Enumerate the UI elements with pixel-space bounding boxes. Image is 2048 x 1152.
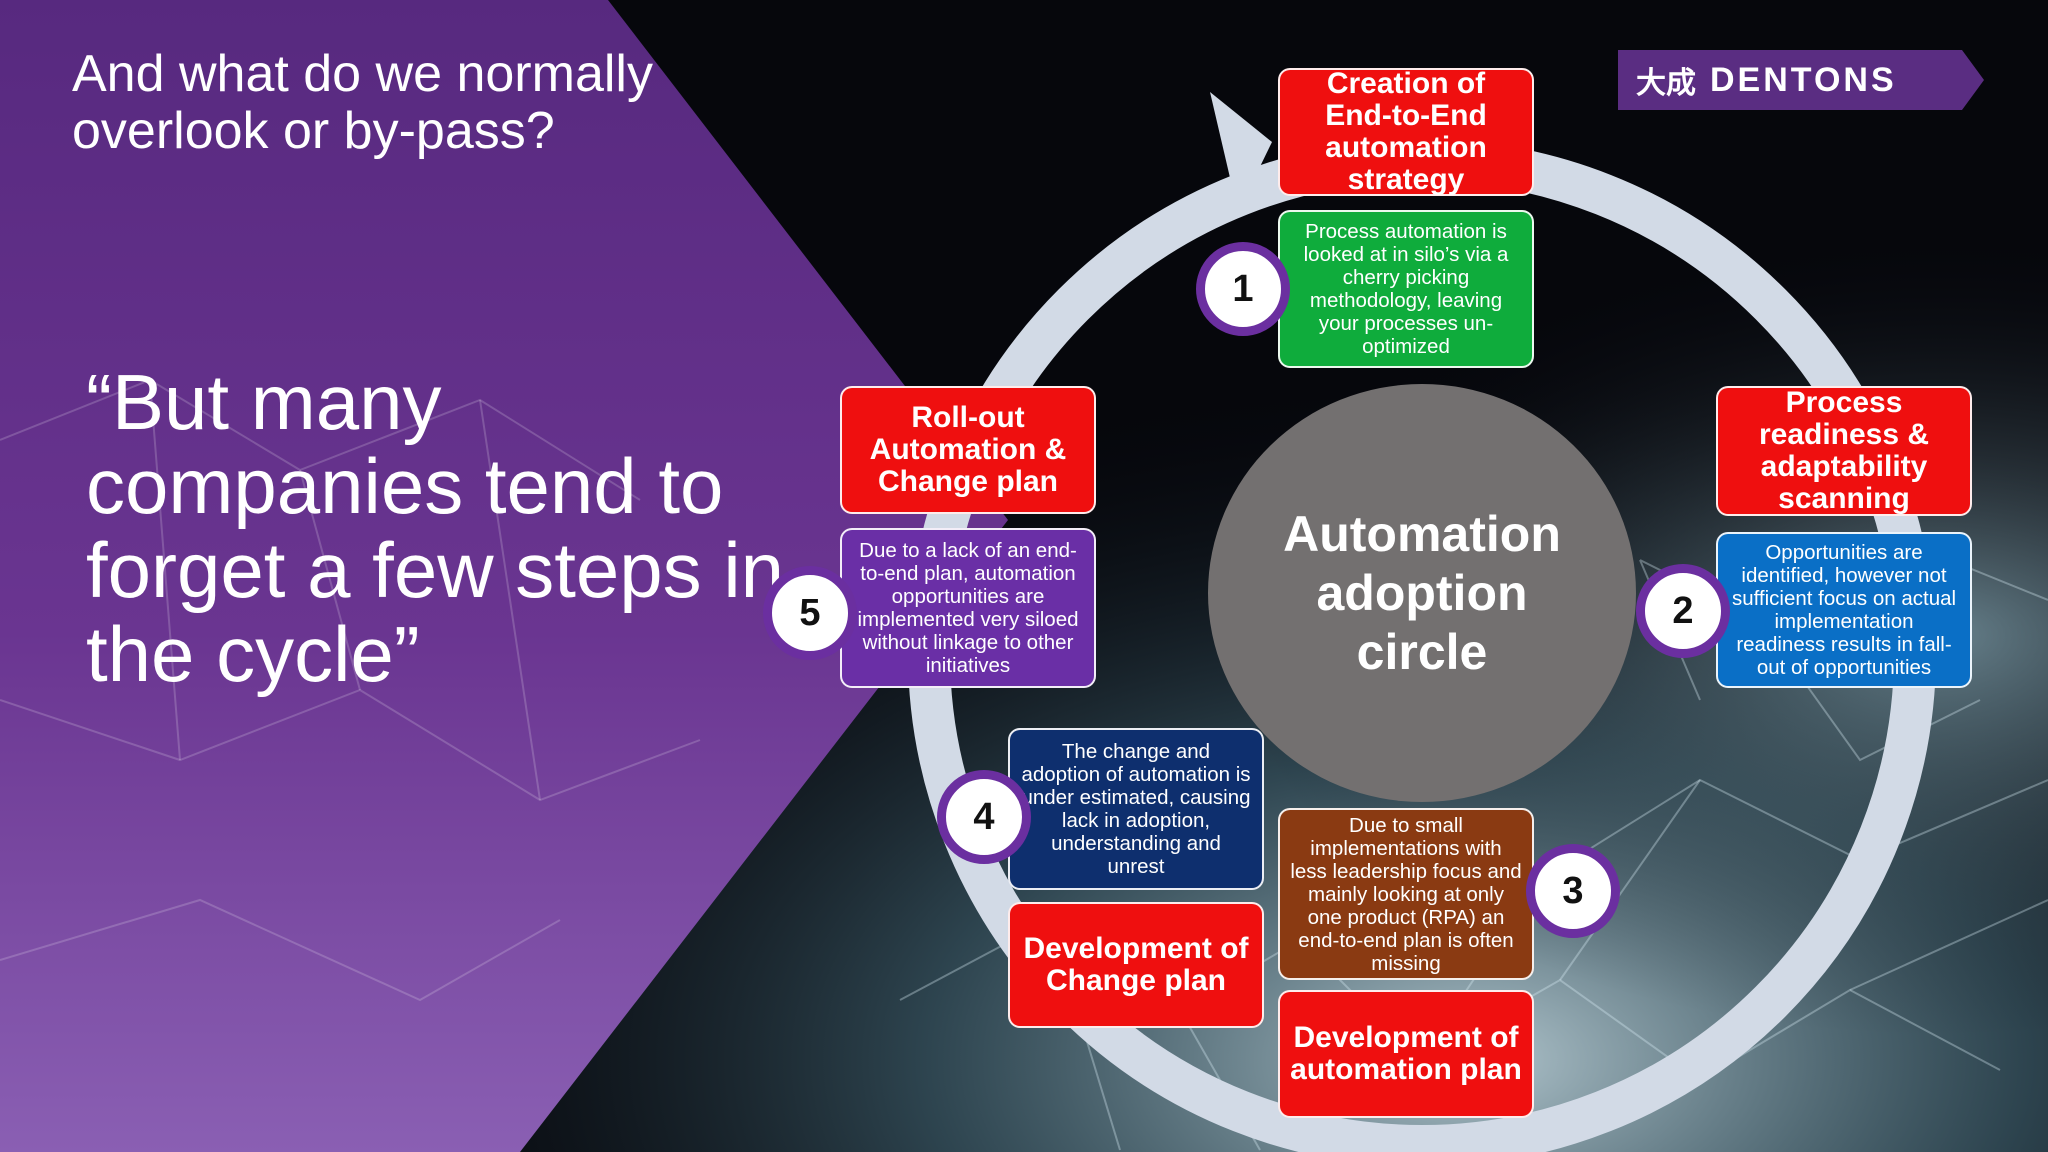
step-3-description: Due to small implementations with less l… — [1278, 808, 1534, 980]
panel-mesh — [0, 378, 701, 1002]
center-circle: Automation adoption circle — [1208, 384, 1636, 802]
cycle-arrowhead — [1210, 92, 1272, 212]
step-1-description: Process automation is looked at in silo’… — [1278, 210, 1534, 368]
center-label: Automation adoption circle — [1283, 505, 1561, 680]
dentons-logo: 大成 DENTONS — [1618, 50, 1984, 110]
step-4-badge: 4 — [937, 770, 1031, 864]
slide-subtitle: And what do we normally overlook or by-p… — [72, 45, 653, 160]
step-1-badge: 1 — [1196, 242, 1290, 336]
logo-chinese-text: 大成 — [1636, 67, 1696, 100]
logo-text: DENTONS — [1710, 60, 1897, 99]
step-2-badge: 2 — [1636, 564, 1730, 658]
step-5-description: Due to a lack of an end-to-end plan, aut… — [840, 528, 1096, 688]
step-5-title: Roll-out Automation & Change plan — [840, 386, 1096, 514]
slide-quote: “But many companies tend to forget a few… — [86, 358, 785, 698]
step-5-badge: 5 — [763, 566, 857, 660]
step-2-description: Opportunities are identified, however no… — [1716, 532, 1972, 688]
step-1-title: Creation of End-to-End automation strate… — [1278, 68, 1534, 196]
purple-panel — [0, 0, 1008, 1152]
step-2-title: Process readiness & adaptability scannin… — [1716, 386, 1972, 516]
step-3-title: Development of automation plan — [1278, 990, 1534, 1118]
step-4-description: The change and adoption of automation is… — [1008, 728, 1264, 890]
step-3-badge: 3 — [1526, 844, 1620, 938]
step-4-title: Development of Change plan — [1008, 902, 1264, 1028]
